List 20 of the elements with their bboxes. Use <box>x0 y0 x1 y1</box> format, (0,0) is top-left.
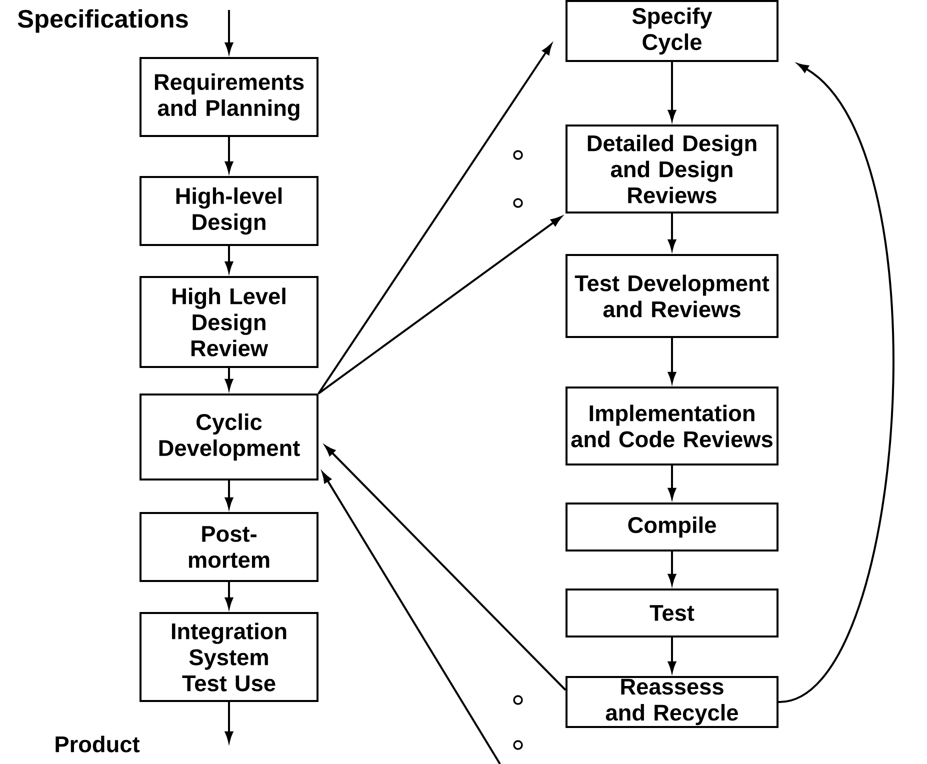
arrow <box>778 63 894 703</box>
process-box: Reassess and Recycle <box>566 676 778 728</box>
process-box: Test Development and Reviews <box>566 254 778 338</box>
arrow <box>322 472 501 764</box>
arrow <box>318 216 562 394</box>
process-box: High-level Design <box>140 176 318 246</box>
process-box: Detailed Design and Design Reviews <box>566 124 778 214</box>
flow-label: Product <box>56 736 140 752</box>
arrow <box>324 445 566 691</box>
arrow <box>318 44 552 394</box>
process-box: Implementation and Code Reviews <box>566 386 778 466</box>
process-box: Compile <box>566 502 778 552</box>
process-box: High Level Design Review <box>140 276 318 368</box>
flow-label: Specifications <box>18 9 188 33</box>
process-box: Cyclic Development <box>140 394 318 480</box>
process-box: Post-mortem <box>140 512 318 582</box>
process-box: Specify Cycle <box>566 0 778 62</box>
process-box: Integration System Test Use <box>140 612 318 702</box>
process-box: Requirements and Planning <box>140 57 318 137</box>
process-box: Test <box>566 588 778 638</box>
